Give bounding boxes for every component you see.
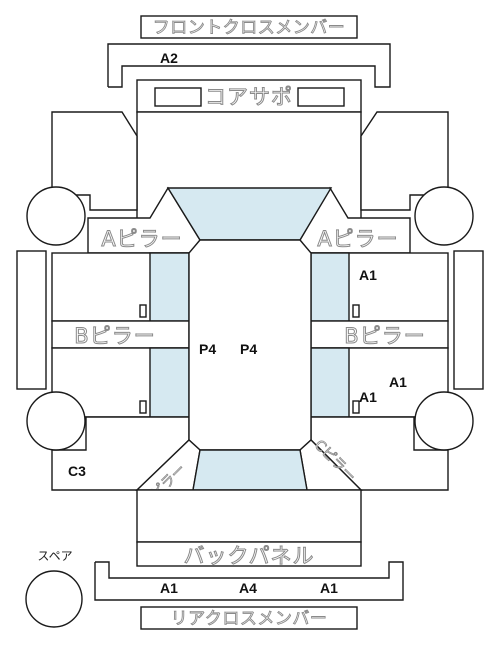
- back-panel: [136, 541, 362, 567]
- grade-right-front-door: A1: [359, 267, 377, 283]
- front-cross-member-label: フロントクロスメンバー: [153, 18, 346, 38]
- side-sill-right: [453, 250, 484, 390]
- a-pillar-right-label: Aピラー: [317, 227, 398, 251]
- side-sill-left: [16, 250, 47, 390]
- a-pillar-left-label: Aピラー: [101, 227, 182, 251]
- wheel-front-left: [26, 186, 86, 246]
- door-handle-rear-right: [352, 400, 360, 414]
- door-handle-front-right: [352, 304, 360, 318]
- grade-right-rear-door: A1: [359, 389, 377, 405]
- b-pillar-left-label: Bピラー: [74, 324, 155, 348]
- window-rear-left: [149, 347, 190, 418]
- front-cross-member-box: [140, 15, 358, 39]
- grade-rear-member-right: A1: [320, 580, 338, 596]
- grade-rear-member-left: A1: [160, 580, 178, 596]
- headlight-left: [154, 87, 202, 107]
- door-handle-rear-left: [139, 400, 147, 414]
- core-support-label: コアサポ: [205, 85, 293, 109]
- trunk-lid: [136, 489, 362, 543]
- grade-rear-member-center: A4: [239, 580, 257, 596]
- back-panel-label: バックパネル: [184, 544, 315, 568]
- grade-roof-right: P4: [240, 341, 257, 357]
- b-pillar-right-label: Bピラー: [344, 324, 425, 348]
- window-front-right: [310, 252, 350, 322]
- rear-cross-member-box: [140, 606, 358, 630]
- rear-window: [192, 449, 308, 491]
- spare-tire: [25, 570, 83, 628]
- rear-cross-member: [94, 561, 404, 601]
- grade-front-member: A2: [160, 50, 178, 66]
- grade-left-rear-quarter: C3: [68, 463, 86, 479]
- front-cross-member: [107, 43, 391, 88]
- wheel-front-right: [414, 186, 474, 246]
- headlight-right: [297, 87, 345, 107]
- door-handle-front-left: [139, 304, 147, 318]
- window-front-left: [149, 252, 190, 322]
- rear-cross-member-label: リアクロスメンバー: [171, 609, 328, 629]
- wheel-rear-right: [414, 391, 474, 451]
- grade-roof-left: P4: [199, 341, 216, 357]
- spare-label: スペア: [37, 549, 72, 563]
- wheel-rear-left: [26, 391, 86, 451]
- grade-right-rear-quarter: A1: [389, 374, 407, 390]
- window-rear-right: [310, 347, 350, 418]
